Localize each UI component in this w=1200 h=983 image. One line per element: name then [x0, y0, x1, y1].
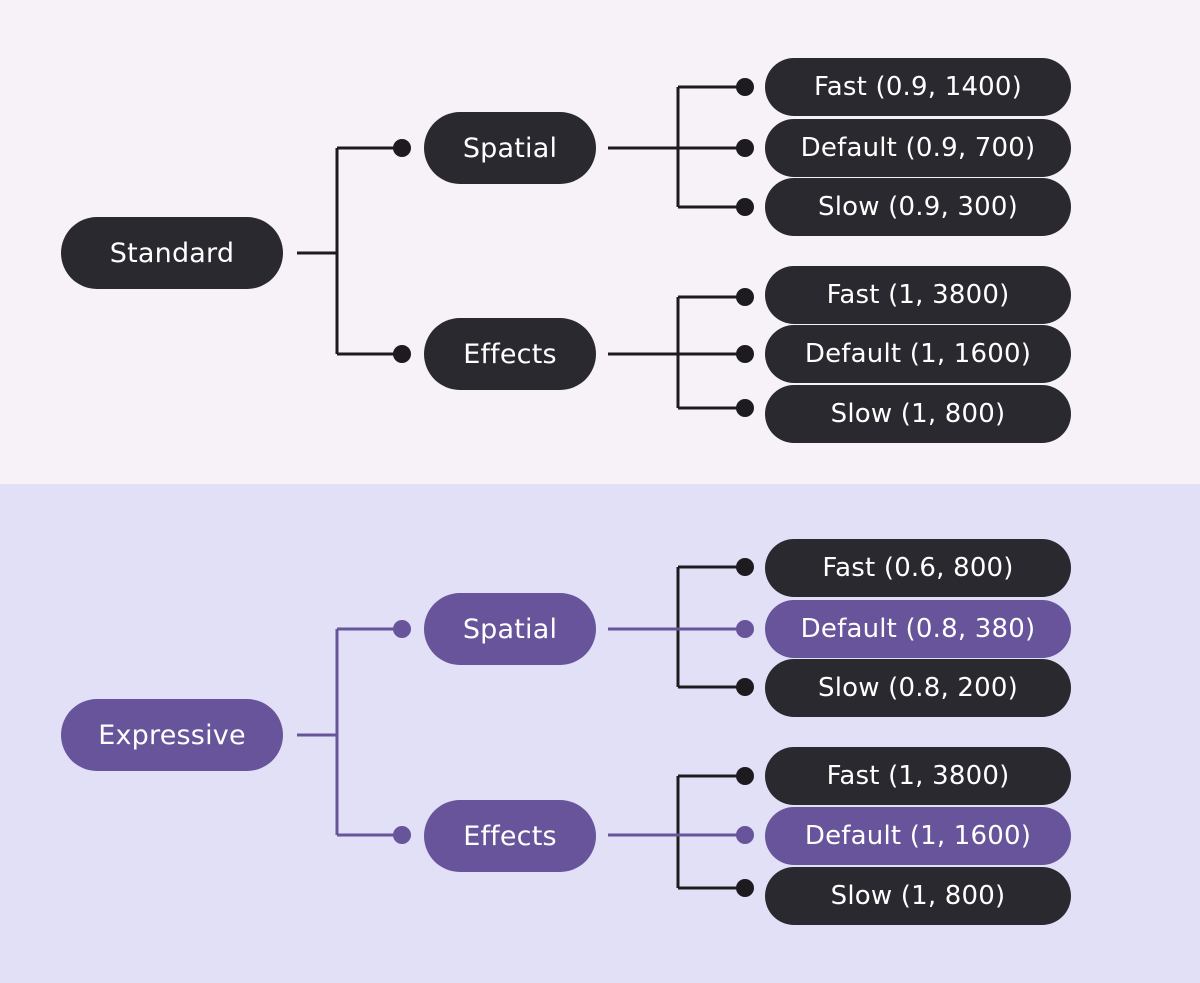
dot-standard-effects-default: [736, 345, 754, 363]
dot-expressive-effects-slow: [736, 879, 754, 897]
node-standard: Standard: [61, 217, 283, 289]
leaf-expressive-spatial-default: Default (0.8, 380): [765, 600, 1071, 658]
leaf-expressive-effects-default: Default (1, 1600): [765, 807, 1071, 865]
leaf-standard-spatial-slow: Slow (0.9, 300): [765, 178, 1071, 236]
dot-expressive-spatial-slow: [736, 678, 754, 696]
connector-standard-spatial: [608, 85, 745, 209]
leaf-standard-effects-fast: Fast (1, 3800): [765, 266, 1071, 324]
leaf-expressive-spatial-slow: Slow (0.8, 200): [765, 659, 1071, 717]
node-expressive-effects: Effects: [424, 800, 596, 872]
connector-expressive-spatial-black: [676, 565, 745, 689]
connector-expressive-effects-black: [676, 774, 745, 890]
dot-expressive-effects: [393, 826, 411, 844]
leaf-expressive-effects-slow: Slow (1, 800): [765, 867, 1071, 925]
dot-expressive-spatial-default: [736, 620, 754, 638]
dot-standard-spatial-slow: [736, 198, 754, 216]
connector-standard-root: [297, 146, 402, 356]
dot-standard-spatial-default: [736, 139, 754, 157]
dot-expressive-effects-fast: [736, 767, 754, 785]
dot-expressive-effects-default: [736, 826, 754, 844]
dot-expressive-spatial-fast: [736, 558, 754, 576]
leaf-standard-spatial-default: Default (0.9, 700): [765, 119, 1071, 177]
connector-standard-effects: [608, 295, 745, 410]
dot-standard-spatial-fast: [736, 78, 754, 96]
leaf-expressive-spatial-fast: Fast (0.6, 800): [765, 539, 1071, 597]
leaf-standard-effects-default: Default (1, 1600): [765, 325, 1071, 383]
dot-standard-effects-slow: [736, 399, 754, 417]
node-expressive-spatial: Spatial: [424, 593, 596, 665]
leaf-standard-spatial-fast: Fast (0.9, 1400): [765, 58, 1071, 116]
connector-expressive-root: [297, 627, 402, 837]
node-standard-spatial: Spatial: [424, 112, 596, 184]
dot-standard-effects: [393, 345, 411, 363]
node-expressive: Expressive: [61, 699, 283, 771]
leaf-standard-effects-slow: Slow (1, 800): [765, 385, 1071, 443]
dot-standard-effects-fast: [736, 288, 754, 306]
leaf-expressive-effects-fast: Fast (1, 3800): [765, 747, 1071, 805]
node-standard-effects: Effects: [424, 318, 596, 390]
dot-standard-spatial: [393, 139, 411, 157]
dot-expressive-spatial: [393, 620, 411, 638]
